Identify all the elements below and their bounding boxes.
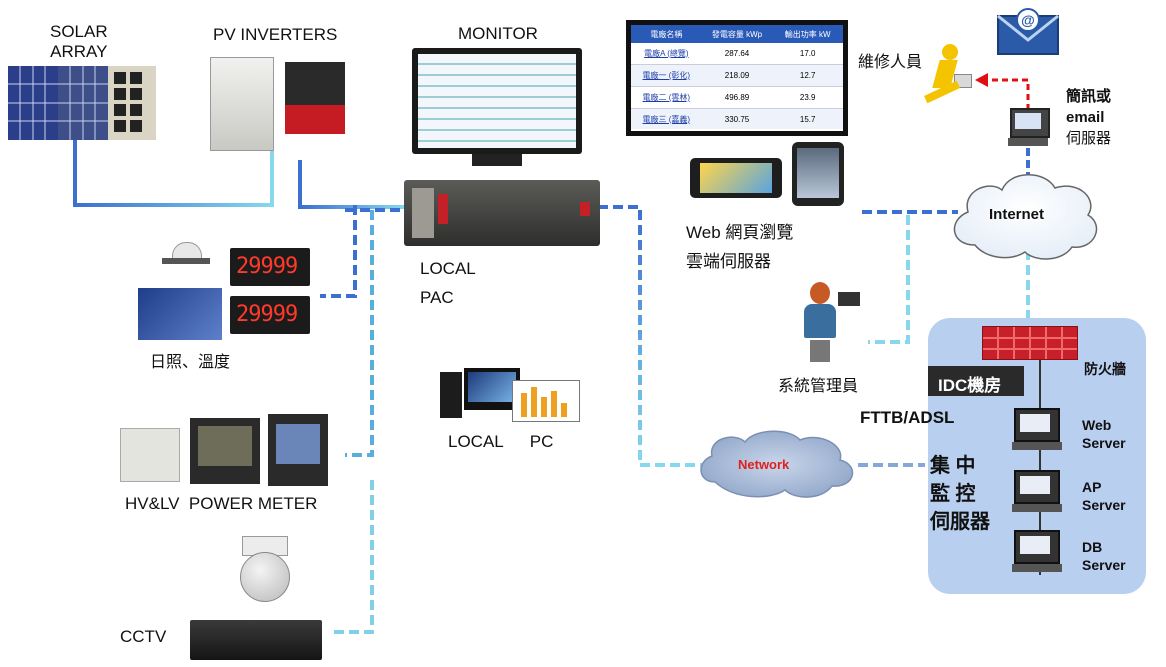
sms-email-server-image [1008, 108, 1050, 148]
panel-meter-1: 29999 [230, 248, 310, 286]
table-cell: 218.09 [724, 71, 750, 80]
table-cell: 287.64 [724, 49, 750, 58]
meter-bus [345, 210, 374, 457]
table-row: 電廠A (總覽) 287.64 17.0 [631, 43, 843, 65]
pc-tower-image [440, 372, 462, 418]
table-header: 發電容量 kWp [711, 29, 763, 39]
plant-link[interactable]: 電廠三 (嘉義) [642, 114, 691, 124]
internet-cloud [953, 174, 1098, 260]
pc-monitor-image [464, 368, 520, 410]
db-server-image [1012, 530, 1062, 572]
idc-badge: IDC機房 [928, 366, 1024, 396]
panel-meter-2: 29999 [230, 296, 310, 334]
monitor-image [412, 48, 582, 154]
maintenance-staff-label: 維修人員 [858, 54, 923, 71]
monitor-label: MONITOR [458, 24, 538, 43]
table-cell: 330.75 [724, 114, 750, 124]
idc-label: IDC機房 [938, 376, 1002, 395]
sensor-bus [320, 205, 357, 298]
plant-link[interactable]: 電廠一 (彰化) [642, 71, 691, 80]
central-monitoring-server-label: 集 中監 控伺服器 [930, 455, 990, 533]
hv-lv-power-meter-label: HV&LV POWER METER [125, 494, 318, 513]
pv-inverters-label: PV INVERTERS [213, 25, 338, 44]
lv-meter-image [120, 428, 180, 482]
fttb-adsl-label: FTTB/ADSL [860, 408, 955, 427]
runner-image [918, 44, 974, 110]
admin-person-image [800, 282, 862, 362]
table-cell: 23.9 [799, 93, 816, 102]
table-cell: 17.0 [799, 49, 816, 58]
svg-text:@: @ [1021, 12, 1035, 28]
pac-network-link [598, 205, 702, 467]
web-server-image [1012, 408, 1062, 450]
meter-display: 29999 [236, 302, 298, 327]
inverter-image-1 [210, 57, 274, 151]
tablet-image [690, 158, 782, 198]
email-icon: @ [996, 8, 1060, 56]
web-browse-label: Web 網頁瀏覽 [686, 223, 794, 242]
cctv-bus [332, 480, 374, 634]
table-cell: 12.7 [799, 71, 816, 80]
power-meter-image [268, 414, 328, 486]
internet-label: Internet [989, 206, 1045, 223]
plant-link[interactable]: 電廠二 (雲林) [642, 93, 691, 102]
pac-controller-image [404, 180, 600, 246]
irradiance-temperature-label: 日照、溫度 [150, 354, 231, 371]
solar-panels-image [8, 66, 156, 140]
alert-arrow [985, 78, 1030, 110]
table-header: 電廠名稱 [650, 29, 683, 39]
pyranometer-image [160, 242, 212, 276]
plant-link[interactable]: 電廠A (總覽) [644, 49, 689, 58]
pc-chart-image [512, 380, 580, 422]
dome-camera-image [236, 536, 292, 606]
solar-inverter-link [73, 140, 274, 207]
inverter-pac-link [298, 160, 405, 209]
dvr-image [190, 620, 322, 660]
meter-display: 29999 [236, 254, 298, 279]
table-row: 電廠二 (雲林) 496.89 23.9 [631, 87, 843, 109]
ap-server-image [1012, 470, 1062, 512]
firewall-icon [982, 326, 1078, 360]
network-label: Network [738, 457, 790, 472]
table-row: 電廠三 (嘉義) 330.75 15.7 [631, 109, 843, 129]
inverter-image-2 [285, 62, 345, 134]
table-cell: 15.7 [799, 114, 816, 124]
smartphone-image [792, 142, 844, 206]
network-cloud [700, 430, 854, 498]
table-row: 電廠一 (彰化) 218.09 12.7 [631, 65, 843, 87]
hv-meter-image [190, 418, 260, 484]
system-admin-label: 系統管理員 [778, 378, 859, 395]
plant-status-table: 電廠名稱 發電容量 kWp 輸出功率 kW 電廠A (總覽) 287.64 17… [626, 20, 848, 136]
table-cell: 496.89 [724, 93, 750, 102]
cctv-label: CCTV [120, 627, 167, 646]
temperature-sensor-image [138, 288, 222, 340]
table-header: 輸出功率 kW [784, 29, 831, 39]
firewall-label: 防火牆 [1084, 361, 1126, 377]
cloud-server-label: 雲端伺服器 [686, 252, 771, 271]
